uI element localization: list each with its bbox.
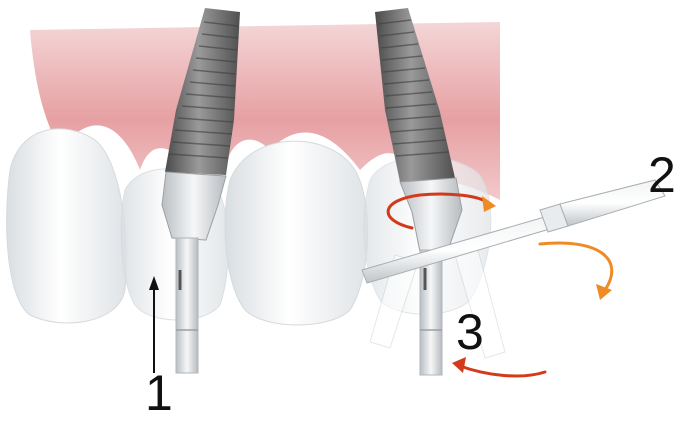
shaft-left bbox=[176, 238, 198, 373]
arrow-right-curve bbox=[540, 243, 612, 290]
tooth-left bbox=[7, 129, 127, 323]
callout-label-1: 1 bbox=[145, 368, 173, 418]
arrow-right-head bbox=[596, 284, 612, 300]
tooth-center bbox=[225, 141, 368, 325]
callout-label-3: 3 bbox=[456, 307, 484, 357]
shaft-right bbox=[420, 250, 442, 375]
arrow-bottom-line bbox=[460, 366, 545, 376]
callout-label-2: 2 bbox=[648, 150, 676, 200]
